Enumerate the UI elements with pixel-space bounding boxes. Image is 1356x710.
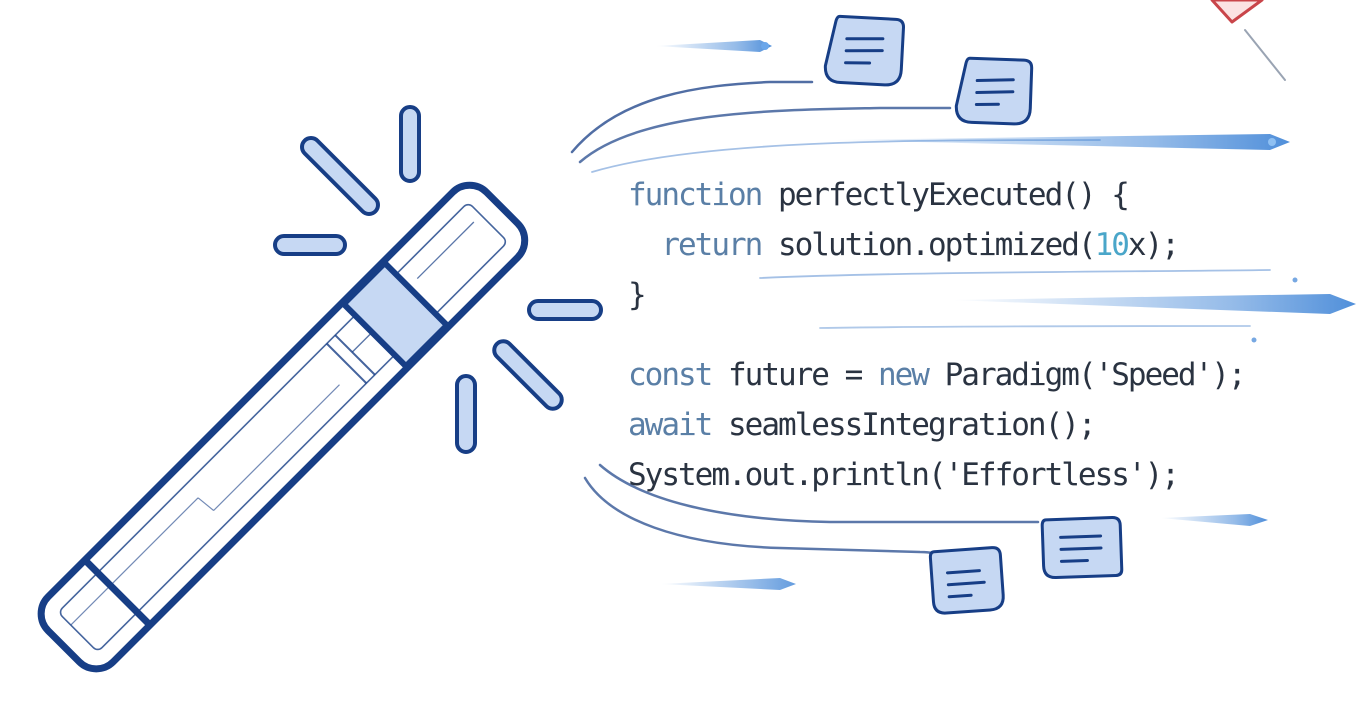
code-text: seamlessIntegration(); [711, 407, 1097, 443]
code-text: Paradigm('Speed'); [927, 357, 1247, 393]
code-blank-line [628, 320, 1245, 350]
document-icon [823, 14, 1124, 615]
flag-icon [1210, 0, 1286, 81]
speed-line-icon [655, 40, 1356, 590]
code-line-5: await seamlessIntegration(); [628, 400, 1245, 450]
code-text: System.out.println('Effortless'); [628, 457, 1180, 493]
code-line-6: System.out.println('Effortless'); [628, 450, 1245, 500]
code-line-3: } [628, 270, 1245, 320]
code-line-1: function perfectlyExecuted() { [628, 170, 1245, 220]
code-text: } [628, 277, 647, 313]
code-text: perfectlyExecuted() { [761, 177, 1130, 213]
code-keyword: const [628, 357, 713, 393]
code-text: x); [1127, 227, 1180, 263]
code-keyword: new [877, 357, 930, 393]
code-keyword: await [628, 407, 713, 443]
code-line-4: const future = new Paradigm('Speed'); [628, 350, 1247, 400]
code-text: future = [711, 357, 878, 393]
code-text: solution.optimized( [761, 227, 1097, 263]
code-keyword: function [628, 177, 763, 213]
magic-wand-icon [37, 181, 529, 673]
code-keyword: return [661, 227, 763, 263]
sparkle-icon [273, 105, 603, 454]
code-number: 10 [1094, 227, 1130, 263]
code-indent [628, 227, 661, 263]
code-block: function perfectlyExecuted() { return so… [628, 170, 1247, 500]
code-line-2: return solution.optimized(10x); [628, 220, 1245, 270]
